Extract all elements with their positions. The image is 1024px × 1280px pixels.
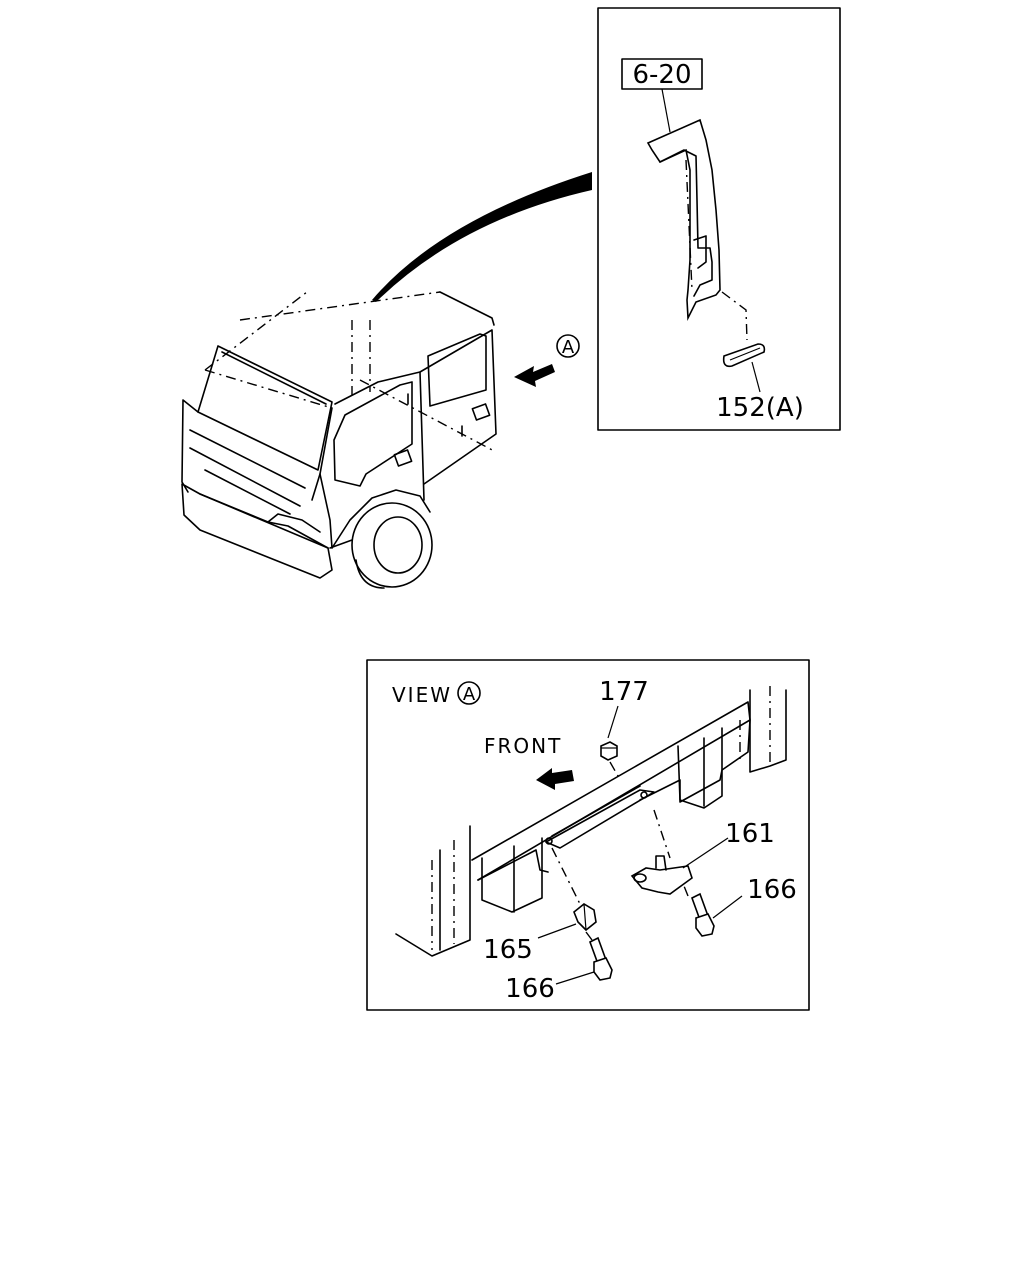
bracket-161	[630, 855, 693, 895]
nut-177	[600, 741, 618, 761]
part-label-177: 177	[599, 677, 649, 707]
bolt-166-left	[589, 936, 613, 981]
view-a-panel: VIEW A FRONT 177	[366, 659, 810, 1011]
direction-label: FRONT	[484, 734, 562, 758]
truck-cab-illustration	[181, 291, 497, 589]
reference-label: 6-20	[632, 60, 691, 90]
part-label-161: 161	[725, 819, 775, 849]
bolt-166-right	[691, 892, 715, 937]
pillar-trim-part	[646, 118, 721, 322]
view-title: VIEW	[392, 683, 452, 707]
callout-leader	[372, 172, 592, 302]
part-label-166-left: 166	[505, 974, 555, 1004]
front-arrow-icon	[536, 768, 574, 790]
part-label-166-right: 166	[747, 875, 797, 905]
part-label-165: 165	[483, 935, 533, 965]
view-title-marker: A	[463, 684, 476, 705]
detail-inset-panel: 6-20 152(A)	[597, 7, 841, 431]
part-label-152a: 152(A)	[716, 393, 804, 423]
clip-part	[722, 343, 766, 368]
view-a-marker: A	[562, 337, 575, 358]
view-a-indicator: A	[514, 334, 580, 387]
clip-165	[573, 903, 597, 932]
